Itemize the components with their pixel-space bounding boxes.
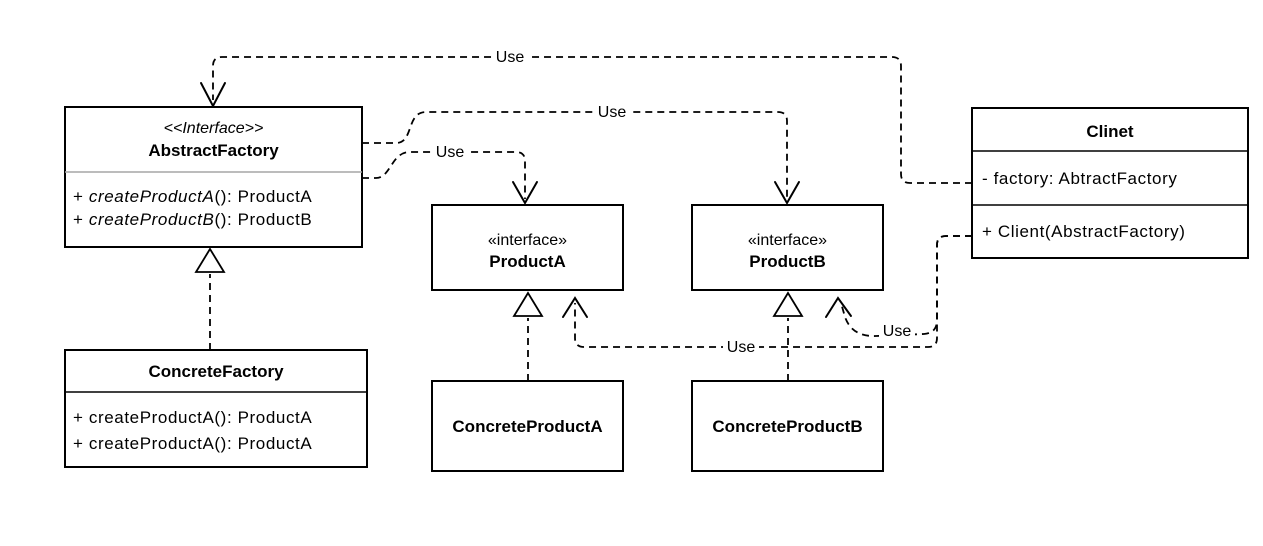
edge-label-bg <box>723 338 759 356</box>
dependency-line <box>362 111 788 199</box>
class-concrete-product-b: ConcreteProductB <box>691 380 884 472</box>
edge-client-to-product-b <box>825 235 972 337</box>
edge-label: Use <box>883 323 912 340</box>
class-client: Clinet - factory: AbtractFactory + Clien… <box>971 107 1249 259</box>
open-arrowhead-icon <box>774 181 800 206</box>
edge-label-bg <box>879 322 915 340</box>
class-method: + createProductA(): ProductA <box>73 408 312 427</box>
edge-label-use-client-productb: Use <box>879 322 915 340</box>
class-product-a: «interface» ProductA <box>431 204 624 291</box>
class-method: + createProductA(): ProductA <box>73 187 312 206</box>
edge-label-bg <box>492 48 528 66</box>
edge-label: Use <box>598 104 627 121</box>
class-abstract-factory: <<Interface>> AbstractFactory + createPr… <box>64 106 363 248</box>
class-name: ConcreteFactory <box>148 362 284 381</box>
method-visibility: + <box>73 210 89 229</box>
open-arrowhead-icon <box>562 296 588 318</box>
method-visibility: + <box>73 187 89 206</box>
class-name: Clinet <box>1086 122 1134 141</box>
open-arrowhead-icon <box>825 296 852 318</box>
method-signature: (): ProductB <box>214 210 312 229</box>
class-concrete-factory: ConcreteFactory + createProductA(): Prod… <box>64 349 368 468</box>
edge-concrete-factory-to-abstract-factory <box>194 247 226 350</box>
class-method: + createProductA(): ProductA <box>73 434 312 453</box>
class-name: ProductB <box>749 252 826 271</box>
class-method: + Client(AbstractFactory) <box>982 222 1185 241</box>
class-attribute: - factory: AbtractFactory <box>982 169 1177 188</box>
class-concrete-product-a: ConcreteProductA <box>431 380 624 472</box>
edge-label-use-top: Use <box>492 48 528 66</box>
edge-label-use-client-producta: Use <box>723 338 759 356</box>
class-box <box>431 380 624 472</box>
edge-label-bg <box>432 143 468 161</box>
edge-label-use-af-producta: Use <box>432 143 468 161</box>
class-name: ConcreteProductA <box>452 417 602 436</box>
class-method: + createProductB(): ProductB <box>73 210 312 229</box>
edge-client-to-product-a <box>562 235 972 348</box>
class-stereotype: <<Interface>> <box>164 120 264 137</box>
edge-concrete-product-b-to-product-b <box>772 291 804 381</box>
dependency-line <box>212 56 972 184</box>
class-box <box>64 349 368 468</box>
edge-label-bg <box>594 103 630 121</box>
class-box <box>64 106 363 248</box>
class-name: ConcreteProductB <box>712 417 862 436</box>
open-arrowhead-icon <box>512 181 538 206</box>
class-product-b: «interface» ProductB <box>691 204 884 291</box>
edge-abstract-factory-to-product-b <box>362 111 800 206</box>
edge-label: Use <box>727 339 756 356</box>
class-name: AbstractFactory <box>148 141 279 160</box>
method-signature: (): ProductA <box>214 187 312 206</box>
method-name: createProductA <box>89 187 215 206</box>
hollow-triangle-arrowhead-icon <box>512 291 544 317</box>
class-box <box>691 204 884 291</box>
class-box <box>691 380 884 472</box>
edge-concrete-product-a-to-product-a <box>512 291 544 381</box>
edge-label-use-af-productb: Use <box>594 103 630 121</box>
class-box <box>971 107 1249 259</box>
class-name: ProductA <box>489 252 566 271</box>
method-name: createProductB <box>89 210 215 229</box>
class-stereotype: «interface» <box>488 232 567 249</box>
dependency-line <box>840 235 972 337</box>
class-stereotype: «interface» <box>748 232 827 249</box>
hollow-triangle-arrowhead-icon <box>772 291 804 317</box>
edge-label: Use <box>436 144 465 161</box>
hollow-triangle-arrowhead-icon <box>194 247 226 273</box>
edge-label: Use <box>496 49 525 66</box>
class-box <box>431 204 624 291</box>
